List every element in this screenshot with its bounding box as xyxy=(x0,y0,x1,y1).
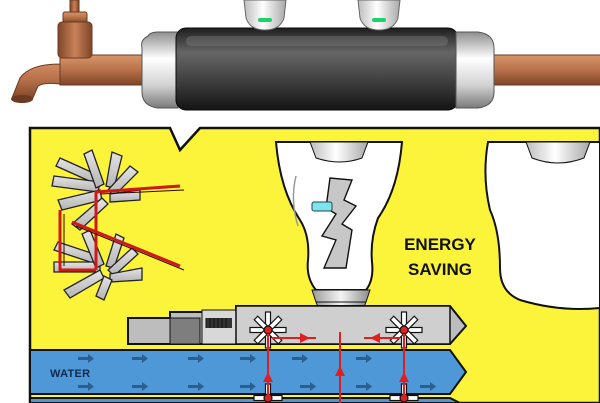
flow-arrow-icon xyxy=(78,382,94,391)
flow-arrow-icon xyxy=(240,354,256,363)
flow-arrow-icon xyxy=(356,354,372,363)
cutaway-panel xyxy=(28,126,600,403)
water-label: WATER xyxy=(50,368,91,380)
faucet-icon xyxy=(11,0,93,103)
faucet-illustration xyxy=(11,0,600,111)
flow-arrow-icon xyxy=(78,354,94,363)
flow-arrow-icon xyxy=(132,382,148,391)
pipe-right xyxy=(489,54,600,86)
heat-arrows xyxy=(263,332,409,403)
flow-arrow-icon xyxy=(420,382,436,391)
heat-arrow-icon xyxy=(335,366,345,376)
turbine-icon xyxy=(51,149,185,301)
flow-arrow-icon xyxy=(188,382,204,391)
flow-arrow-icon xyxy=(292,354,308,363)
heat-arrow-icon xyxy=(370,333,380,343)
bulb-icon xyxy=(484,141,600,310)
pipe-sleeve xyxy=(141,27,495,111)
bulb-icon xyxy=(357,0,401,31)
flow-arrow-icon xyxy=(356,382,372,391)
flow-arrow-icon xyxy=(132,354,148,363)
energy-saving-line-2: SAVING xyxy=(408,260,472,279)
flow-arrow-icon xyxy=(188,354,204,363)
flow-arrow-icon xyxy=(240,382,256,391)
flow-arrows xyxy=(78,354,436,391)
heat-arrow-icon xyxy=(263,372,273,382)
heat-arrow-icon xyxy=(399,372,409,382)
energy-saving-line-1: ENERGY xyxy=(404,235,476,254)
heat-arrow-icon xyxy=(300,333,310,343)
energy-saving-label: ENERGY SAVING xyxy=(386,232,494,282)
bulb-icon xyxy=(243,0,287,31)
water-channel xyxy=(29,349,468,403)
flow-arrow-icon xyxy=(300,382,316,391)
bulb-icon xyxy=(274,141,404,332)
coil-wire xyxy=(58,184,181,272)
